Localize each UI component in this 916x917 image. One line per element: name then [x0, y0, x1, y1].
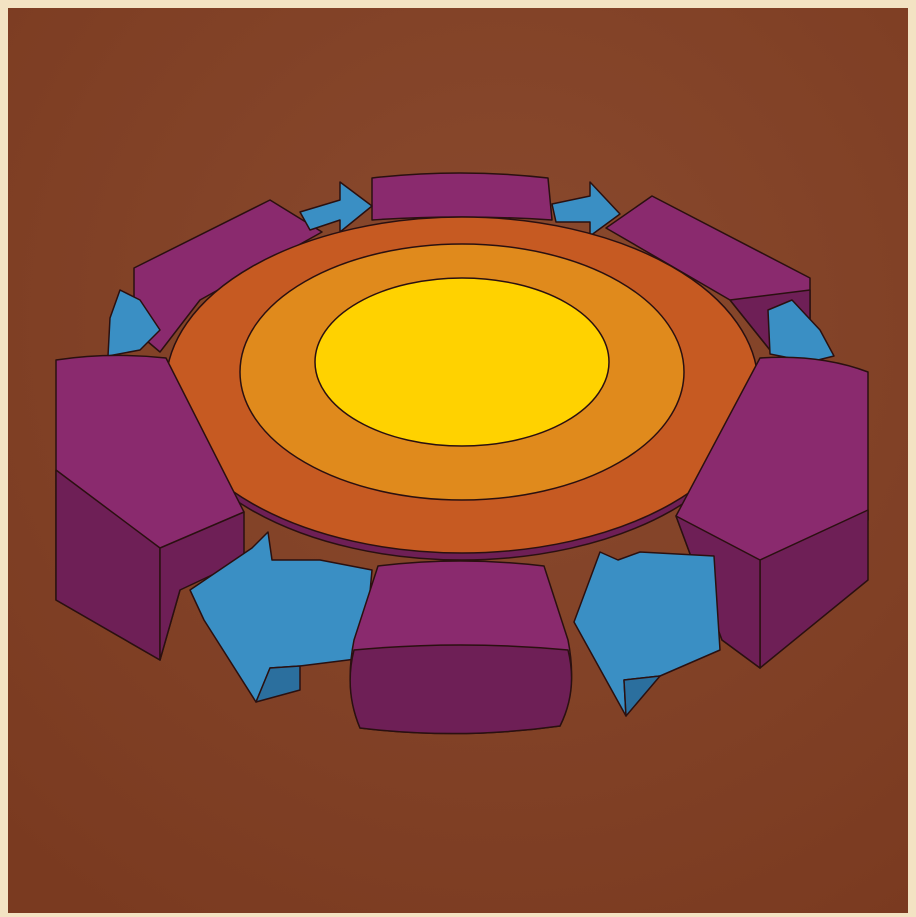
- block-front-side: [350, 645, 571, 734]
- central-disc: [166, 217, 758, 560]
- block-back: [372, 173, 552, 220]
- core: [315, 278, 609, 446]
